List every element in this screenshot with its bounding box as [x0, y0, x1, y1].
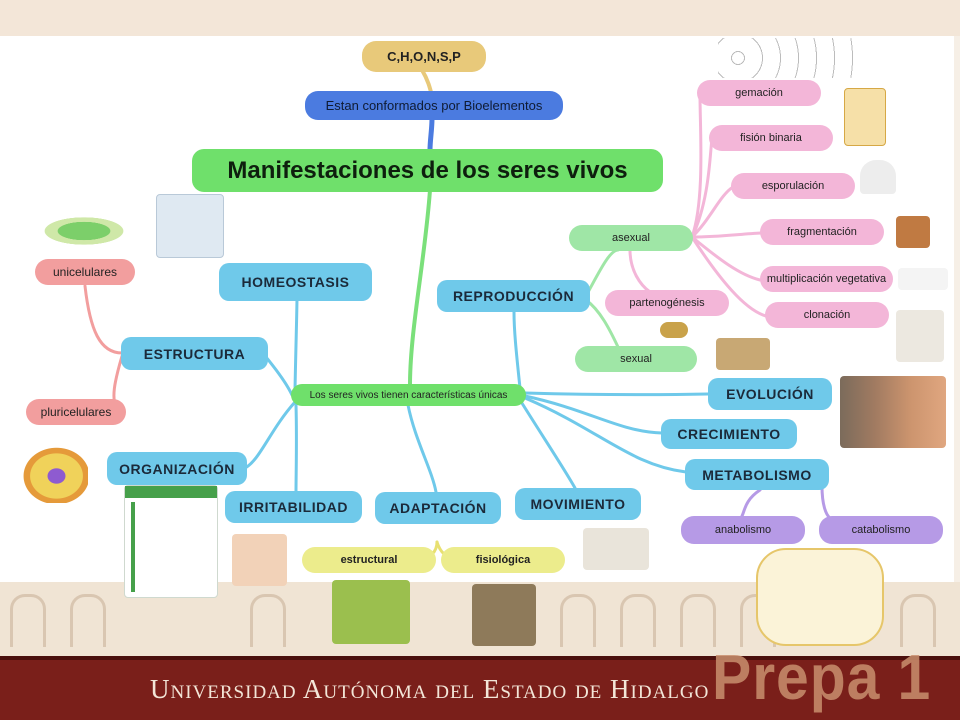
fragmentacion-node: fragmentación [760, 219, 884, 245]
crying-child-image [232, 534, 287, 586]
sweating-person-image [156, 194, 224, 258]
reproduccion-node: REPRODUCCIÓN [437, 280, 590, 312]
university-name: Universidad Autónoma del Estado de Hidal… [150, 674, 710, 704]
eagle-image [583, 528, 649, 570]
organizacion-node: ORGANIZACIÓN [107, 452, 247, 485]
movimiento-node: MOVIMIENTO [515, 488, 641, 520]
crecimiento-node: CRECIMIENTO [661, 419, 797, 449]
anabolismo-node: anabolismo [681, 516, 805, 544]
mushroom-image [860, 160, 896, 194]
asexual-node: asexual [569, 225, 693, 251]
organization-levels-image [124, 485, 218, 598]
binary-fission-image [844, 88, 886, 146]
estructura-node: ESTRUCTURA [121, 337, 268, 370]
cactus-image [332, 580, 410, 644]
footer-bar: Universidad Autónoma del Estado de Hidal… [0, 656, 960, 720]
bioelements-node: Estan conformados por Bioelementos [305, 91, 563, 120]
sheep-image [896, 310, 944, 362]
bee-image [660, 322, 688, 338]
adaptacion-node: ADAPTACIÓN [375, 492, 501, 524]
evolution-image [840, 376, 946, 448]
sexual-node: sexual [575, 346, 697, 372]
gemacion-node: gemación [697, 80, 821, 106]
bees-comb-image [716, 338, 770, 370]
starfish-image [896, 216, 930, 248]
page-title: Manifestaciones de los seres vivos [192, 149, 663, 192]
multiplicacion-vegetativa-node: multiplicación vegetativa [760, 266, 893, 292]
unicelulares-node: unicelulares [35, 259, 135, 285]
metabolismo-node: METABOLISMO [685, 459, 829, 490]
animal-cell-image [18, 443, 88, 503]
pluricelulares-node: pluricelulares [26, 399, 126, 425]
bioelements-top-node: C,H,O,N,S,P [362, 41, 486, 72]
metabolism-diagram-image [756, 548, 884, 646]
irritabilidad-node: IRRITABILIDAD [225, 491, 362, 523]
euglena-image [38, 215, 130, 247]
duck-foot-image [472, 584, 536, 646]
fision-binaria-node: fisión binaria [709, 125, 833, 151]
clonacion-node: clonación [765, 302, 889, 328]
vegetative-sketch-image [898, 268, 948, 290]
catabolismo-node: catabolismo [819, 516, 943, 544]
evolucion-node: EVOLUCIÓN [708, 378, 832, 410]
center-node: Los seres vivos tienen características ú… [291, 384, 526, 406]
fisiologica-node: fisiológica [441, 547, 565, 573]
yeast-budding-image [718, 38, 854, 78]
estructural-node: estructural [302, 547, 436, 573]
esporulacion-node: esporulación [731, 173, 855, 199]
partenogenesis-node: partenogénesis [605, 290, 729, 316]
top-band [0, 0, 960, 36]
prepa-logo-text: Prepa 1 [712, 641, 932, 713]
homeostasis-node: HOMEOSTASIS [219, 263, 372, 301]
